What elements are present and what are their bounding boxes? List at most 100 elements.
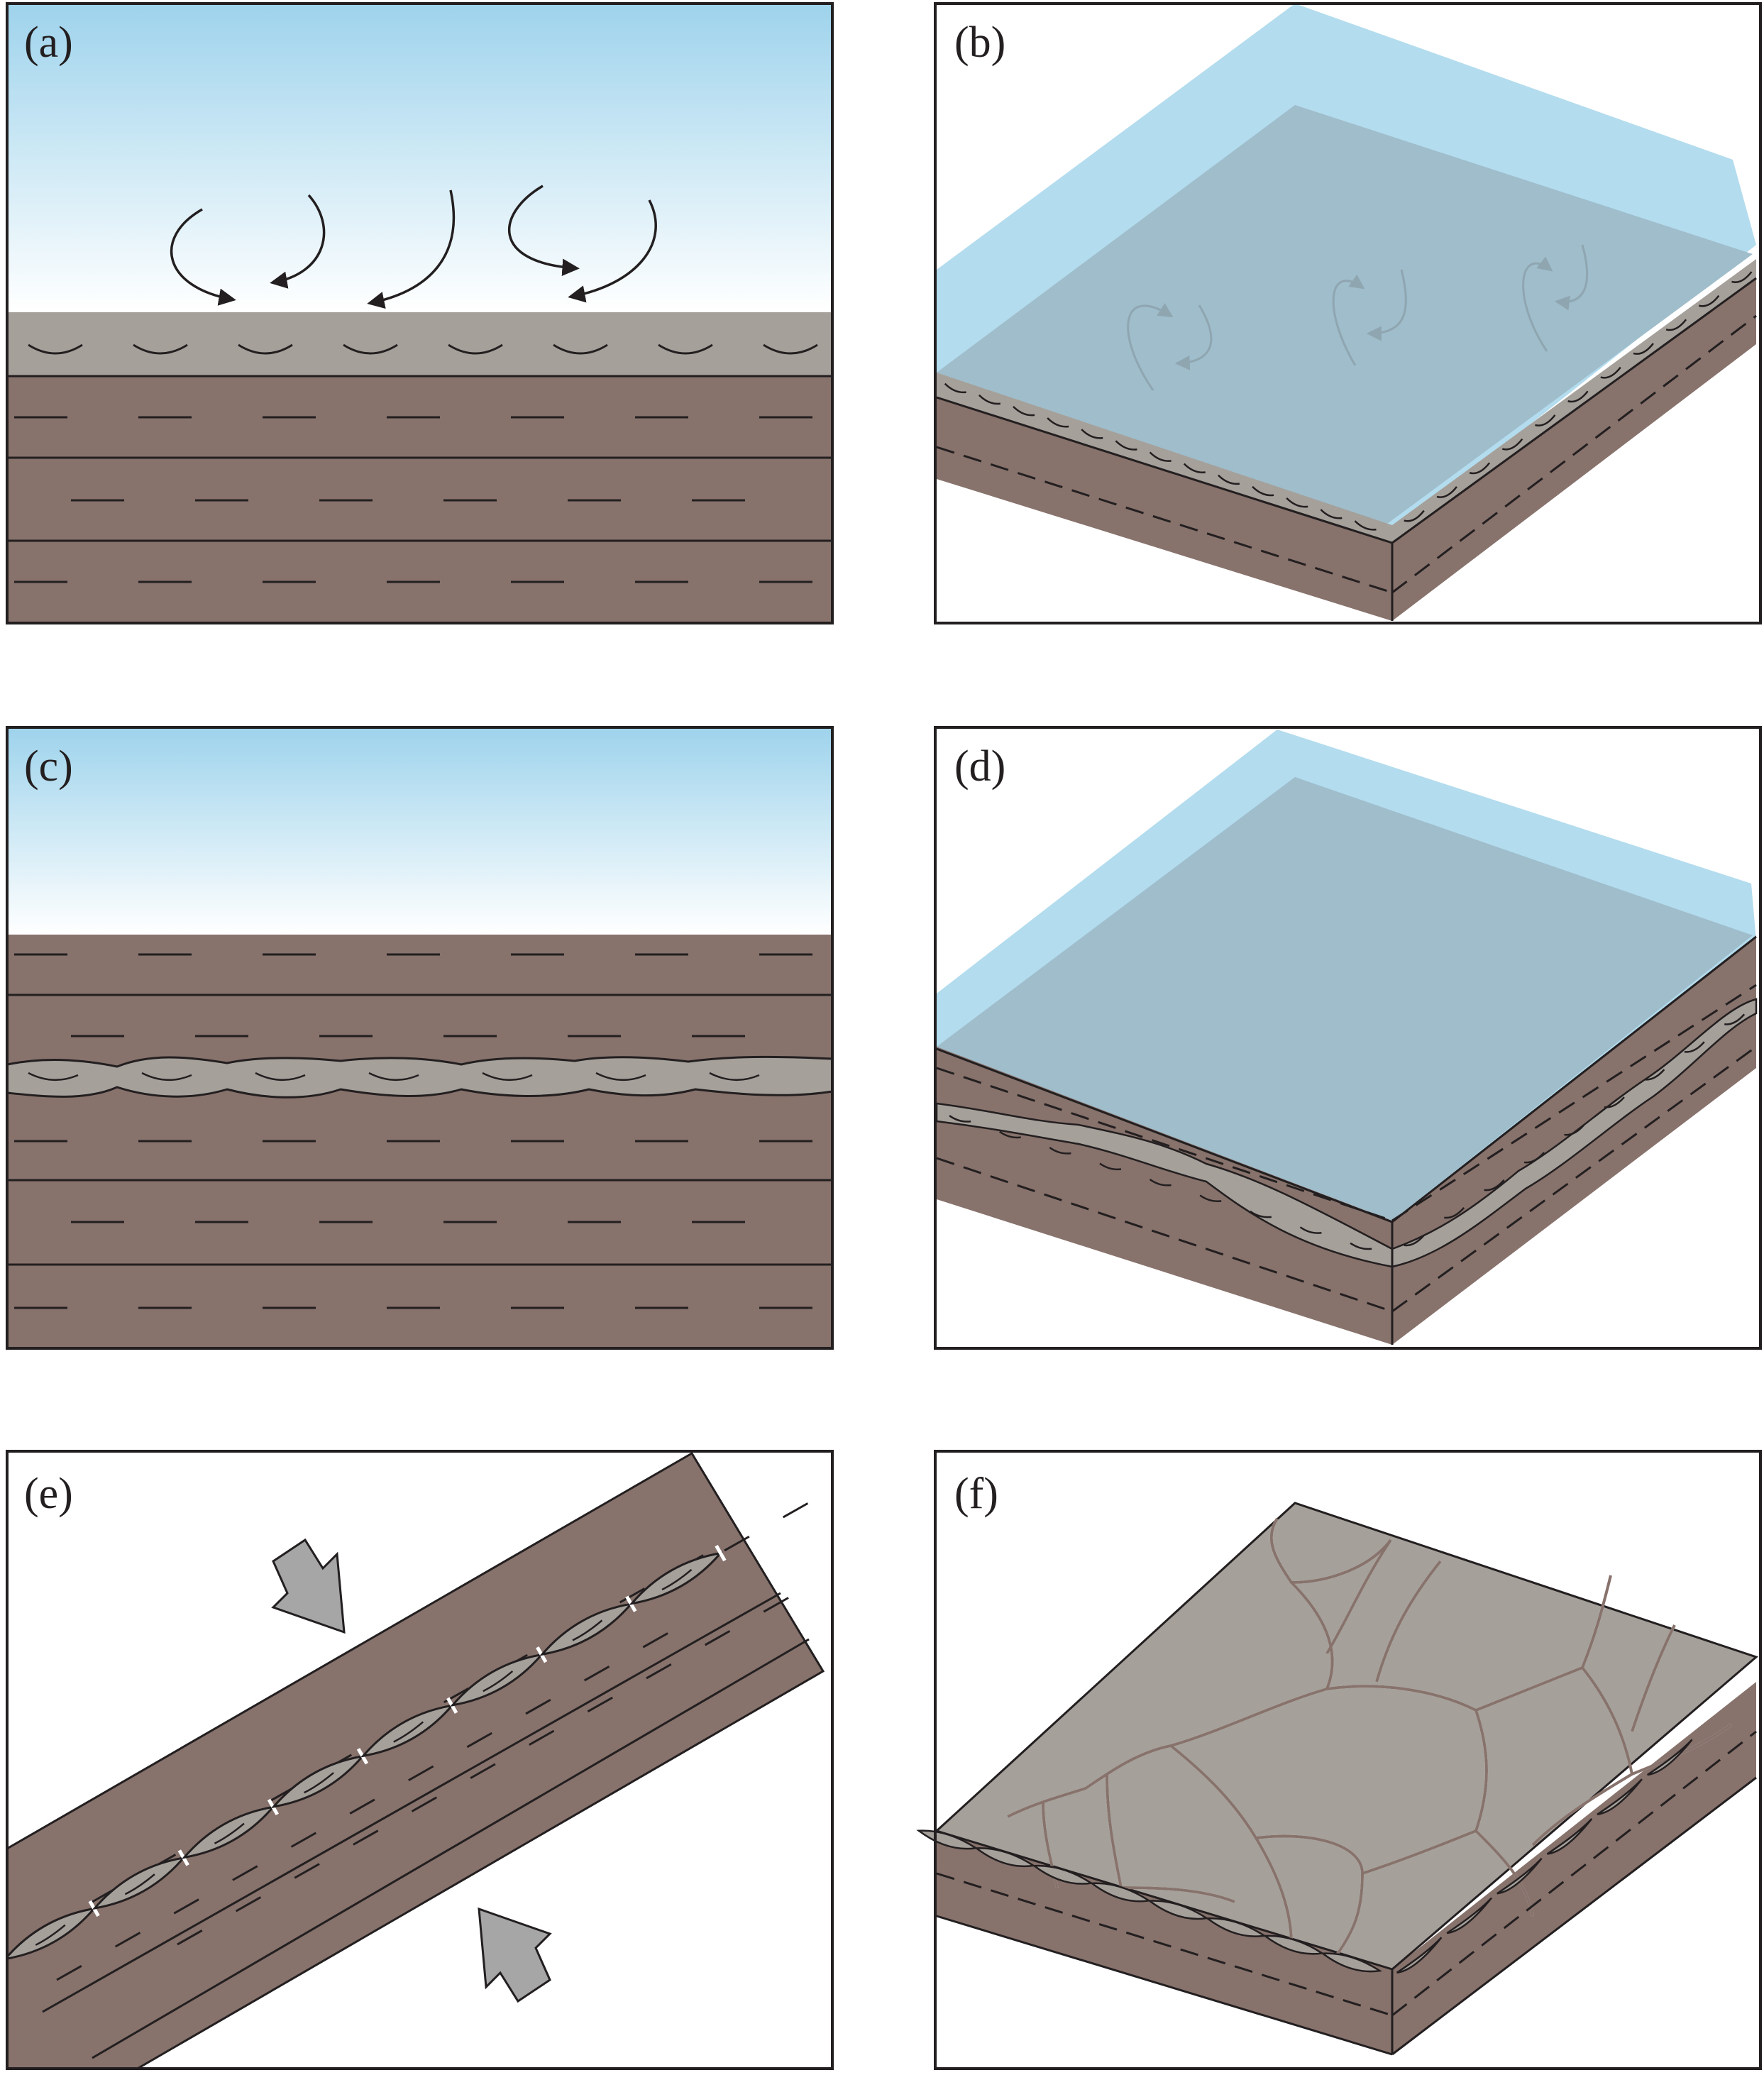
boudinaged-clay-lenses [7,1544,727,1960]
lens-lamina [1484,1179,1505,1191]
ripple-mark [1633,343,1654,355]
ripple-mark [1047,417,1069,428]
rock-block-front-right [1392,1682,1756,2054]
lamination-dash [114,1932,141,1948]
lamination-dash [353,1829,379,1846]
lamination-dash [470,1763,496,1779]
lens-lamina [1299,1226,1322,1234]
sky [7,727,832,935]
lamination-dashes [14,953,812,1309]
lamination-dashes [14,416,812,583]
crack-edge [1325,1539,1392,1655]
lens-lamina [255,1072,306,1081]
ripple-mark [28,343,83,355]
desiccation-cracks-edge [1007,1517,1733,1960]
lens-lamina [141,1072,192,1081]
panel-label-a: (a) [24,18,73,67]
ripple-mark [1567,390,1589,403]
panel-c: (c) [6,726,834,1350]
lens-lamina [1604,1096,1625,1108]
lens-laminae [28,1072,760,1081]
panel-frame [6,2,834,624]
panel-label-f: (f) [954,1470,998,1518]
lens-lamina [1350,1242,1372,1250]
clay-chip [1446,1897,1493,1934]
lens-lamina [998,1130,1021,1139]
ripple-mark [343,343,398,355]
lamination-dash [763,1597,789,1613]
ripple-mark [1183,463,1206,473]
lens-lamina [393,1721,424,1743]
panel-label-e: (e) [24,1470,73,1518]
ripple-mark [1665,319,1687,331]
rock-block-front-left [937,1831,1392,2054]
lamination-dash [349,1798,375,1815]
ripple-mark [448,343,503,355]
lamination-dash [642,1632,668,1649]
clay-chip [1647,1739,1693,1776]
lens-lamina [572,1619,603,1641]
lens-lamina [124,1873,155,1895]
tilted-rock-strata [7,1451,825,2069]
lens-lamina [1149,1178,1172,1187]
lamination-dash [56,1964,82,1981]
ripple-mark [133,343,188,355]
lens-lamina [1444,1206,1465,1219]
ripple-mark [1731,271,1753,283]
ripple-mark [1501,438,1523,451]
ripple-mark [1436,486,1457,498]
ripple-mark [978,394,1000,405]
lens-lamina [1523,1152,1545,1164]
lamination-dash [173,1898,199,1915]
lens-lamina [1404,1234,1425,1247]
rock-block-right [1392,278,1756,621]
ripple-mark [1217,474,1240,485]
lamination-dash [646,1663,672,1680]
ripple-mark [1354,520,1377,531]
lens-lamina [368,1072,419,1081]
lens-lamina [304,1772,334,1794]
ripple-mark [1013,405,1035,417]
lens-lamina [949,1115,971,1123]
bedding-planes [7,375,832,542]
ripple-mark [1115,440,1137,451]
lens-lamina [1724,1013,1746,1025]
lens-lamina [1250,1210,1272,1218]
lens-lamina [35,1924,66,1946]
water-surface [937,105,1753,524]
ripple-mark [1535,414,1556,426]
lamination-dash [724,1535,750,1552]
panel-frame [934,2,1762,624]
lamination-dash [177,1929,203,1946]
crack-edge [1007,1744,1172,1818]
crack-edge [1375,1560,1442,1683]
ripple-mark [553,343,608,355]
panel-f: (f) [916,1450,1762,2070]
ripple-mark [1149,451,1172,462]
crack-edge [1255,1834,1365,1960]
current-arrows [1127,244,1588,391]
ripple-mark [944,382,966,394]
lens-lamina [1199,1194,1222,1202]
ripple-mark [658,343,713,355]
lens-lamina [482,1072,533,1081]
panel-label-d: (d) [954,742,1005,791]
lamination-dash [842,1470,866,1484]
ripple-mark [1081,429,1103,439]
sky [7,4,832,312]
ripple-mark [1469,462,1491,475]
clay-chip [1396,1937,1443,1974]
lens-lamina [1564,1124,1585,1136]
crack-edge [1474,1829,1534,1917]
crack-edge [1631,1723,1733,1776]
ripple-mark [1404,510,1425,522]
ripple-mark [1698,295,1720,307]
lens-lamina [1684,1041,1705,1053]
panel-d: (d) [934,726,1762,1350]
clay-chip [1546,1818,1593,1855]
lamination-dash [294,1863,320,1879]
clay-layer [7,312,832,376]
crack-edge [1106,1773,1123,1888]
current-arrows [170,185,657,309]
